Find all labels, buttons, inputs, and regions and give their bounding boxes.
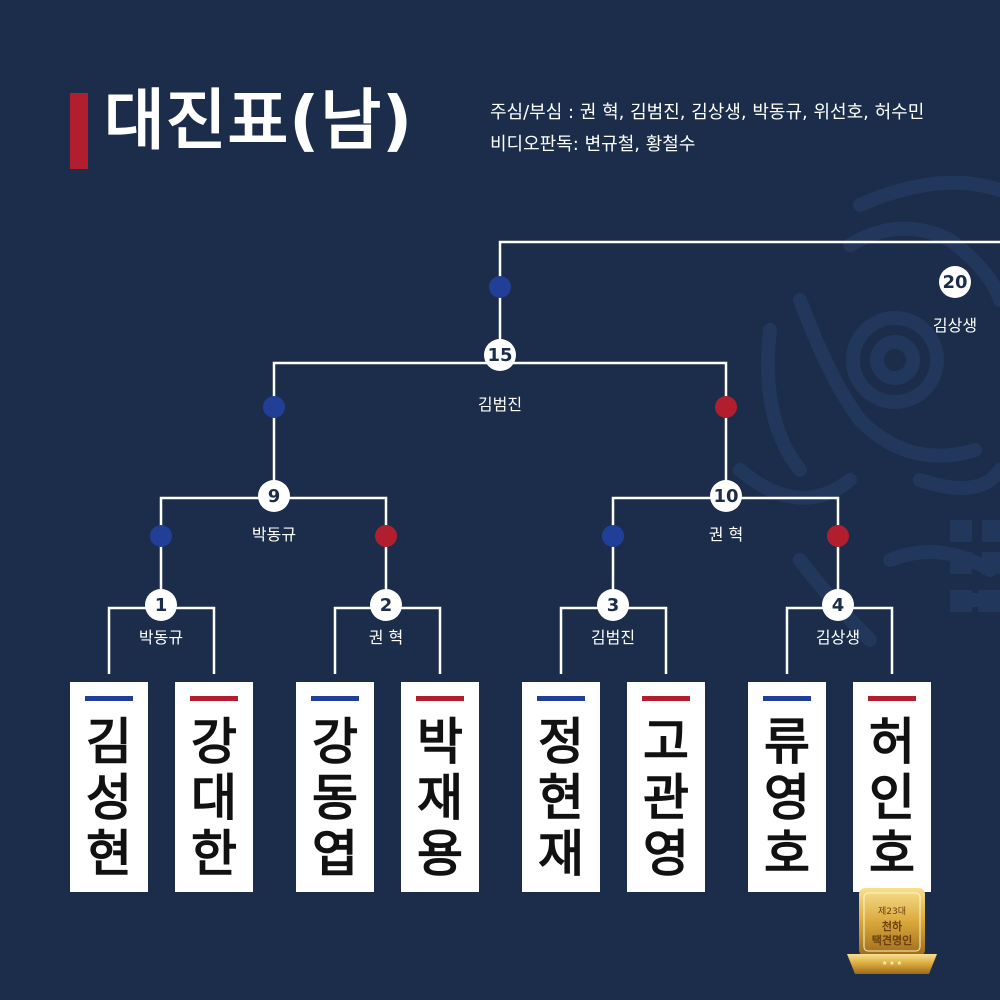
blue-corner-stripe (85, 696, 133, 701)
master-badge: 제23대 천하 택견명인 ★ ★ ★ (843, 884, 941, 976)
blue-corner-dot (489, 276, 511, 298)
bout-referee: 김범진 (477, 395, 523, 414)
bout-number: 2 (370, 589, 402, 621)
bout-number: 10 (710, 480, 742, 512)
bout-referee: 박동규 (138, 628, 184, 647)
bout-referee: 권 혁 (708, 525, 744, 544)
badge-title-1: 천하 (881, 920, 903, 933)
red-corner-stripe (868, 696, 916, 701)
bout-referee: 박동규 (251, 525, 297, 544)
blue-corner-dot (263, 396, 285, 418)
blue-corner-stripe (311, 696, 359, 701)
badge-stars: ★ ★ ★ (882, 960, 902, 967)
bout-number: 9 (258, 480, 290, 512)
page-title: 대진표(남) (104, 82, 414, 159)
bout-number: 4 (822, 589, 854, 621)
referees-line: 주심/부심 : 권 혁, 김범진, 김상생, 박동규, 위선호, 허수민 (490, 102, 925, 123)
blue-corner-stripe (537, 696, 585, 701)
bracket-line (498, 240, 1000, 363)
red-corner-dot (715, 396, 737, 418)
title-accent-bar (70, 93, 88, 169)
bout-referee: 김범진 (590, 628, 636, 647)
bout-referee: 권 혁 (368, 628, 404, 647)
badge-generation: 제23대 (877, 907, 906, 917)
bout-referee: 김상생 (815, 628, 861, 647)
video-review-line: 비디오판독: 변규철, 황철수 (490, 134, 696, 155)
red-corner-stripe (190, 696, 238, 701)
red-corner-stripe (642, 696, 690, 701)
blue-corner-stripe (763, 696, 811, 701)
bracket-line (272, 361, 728, 498)
award-plaque-icon (847, 888, 937, 974)
red-corner-stripe (416, 696, 464, 701)
blue-corner-dot (602, 525, 624, 547)
badge-title-2: 택견명인 (871, 934, 913, 947)
bout-referee: 김상생 (932, 316, 978, 335)
red-corner-dot (827, 525, 849, 547)
blue-corner-dot (150, 525, 172, 547)
red-corner-dot (375, 525, 397, 547)
bout-number: 3 (597, 589, 629, 621)
bout-number: 15 (484, 339, 516, 371)
bout-number: 1 (145, 589, 177, 621)
bout-number: 20 (939, 266, 971, 298)
